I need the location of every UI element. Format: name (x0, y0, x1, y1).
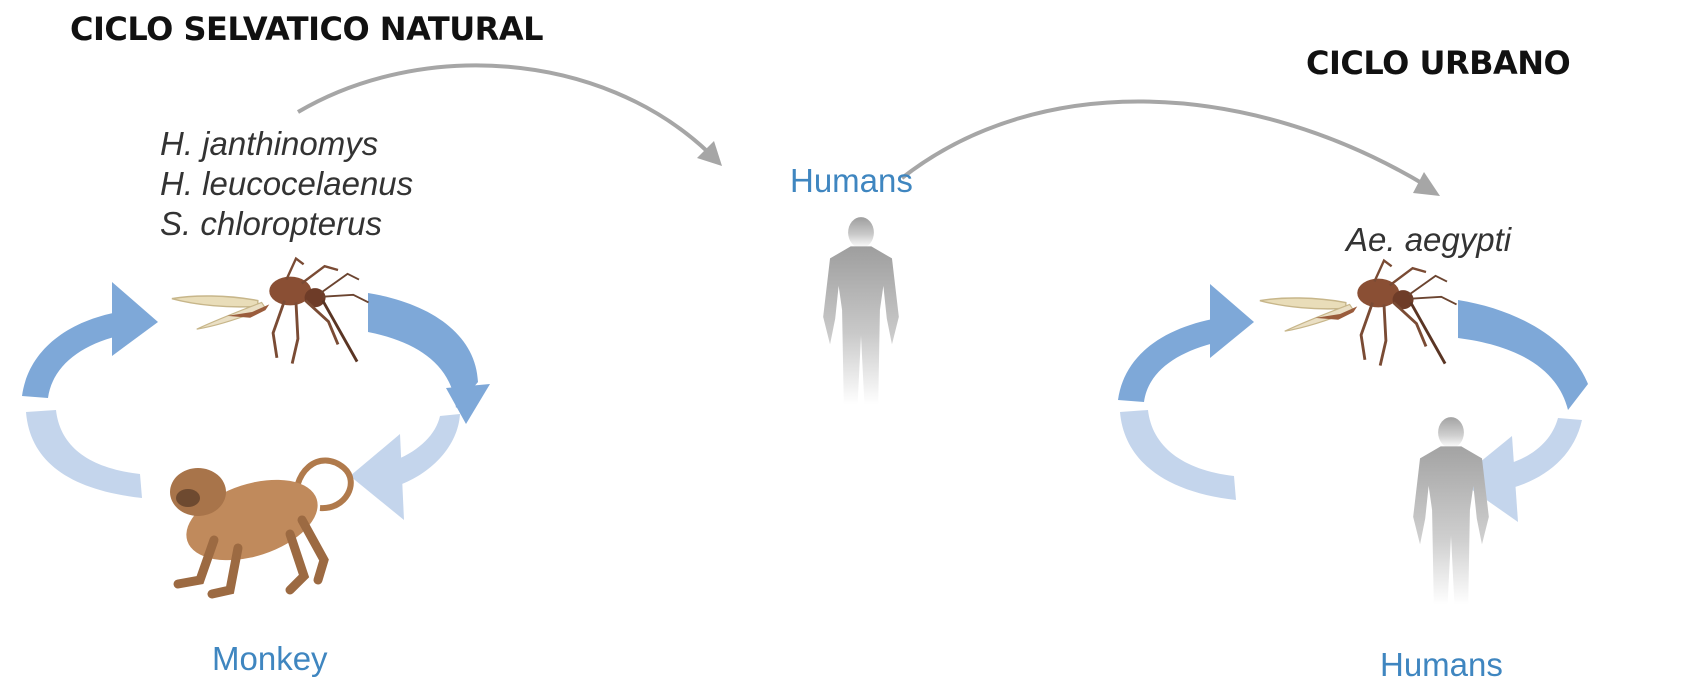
sylvatic-mosquito-illustration (172, 259, 369, 364)
transfer-host-label: Humans (790, 162, 913, 200)
monkey-illustration (170, 461, 351, 594)
sylvatic-vector-species-list: H. janthinomys H. leucocelaenus S. chlor… (160, 124, 413, 244)
urban-cycle-title: CICLO URBANO (1306, 44, 1570, 82)
arrow-up-left (1118, 284, 1254, 402)
transfer-curve-humans-to-urban (902, 101, 1440, 196)
urban-host-label: Humans (1380, 646, 1503, 684)
arrow-down-right (1458, 300, 1588, 410)
human-silhouette-urban (1413, 417, 1489, 604)
arrow-up-left (22, 282, 158, 398)
urban-vector-species: Ae. aegypti (1346, 220, 1511, 260)
urban-cycle-arrows (1118, 284, 1588, 522)
arrow-down-left-return (350, 414, 460, 520)
vector-species-2: H. leucocelaenus (160, 164, 413, 204)
arrow-down-right (368, 293, 490, 424)
vector-species-1: H. janthinomys (160, 124, 413, 164)
sylvatic-host-label: Monkey (212, 640, 328, 678)
human-silhouette-transfer (823, 217, 899, 404)
arrow-up-left-return (1120, 410, 1236, 500)
arrow-up-left-return (26, 410, 142, 498)
vector-species-3: S. chloropterus (160, 204, 413, 244)
urban-mosquito-illustration (1260, 261, 1457, 366)
sylvatic-cycle-title: CICLO SELVATICO NATURAL (70, 10, 543, 48)
